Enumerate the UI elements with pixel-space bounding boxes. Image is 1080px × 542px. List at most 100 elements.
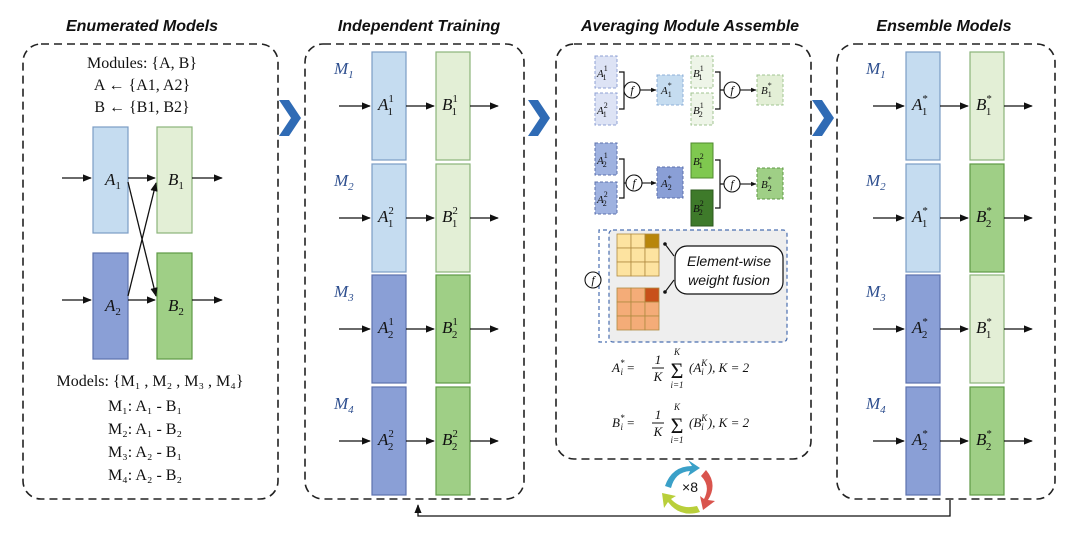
svg-text:(BKi), K = 2: (BKi), K = 2	[689, 413, 750, 432]
modules-line: Modules: {A, B}	[87, 55, 197, 72]
a-modules-line: A ← {A1, A2}	[94, 77, 190, 94]
weight-grid-bottom	[616, 287, 660, 331]
svg-text:K: K	[653, 424, 664, 439]
panel-frame-enumerated	[22, 43, 279, 500]
weight-cell	[644, 261, 660, 277]
mini-b2-2	[690, 189, 714, 227]
block-b-row-1	[435, 51, 471, 161]
mini-b1-1	[690, 55, 714, 89]
svg-text:Σ: Σ	[671, 413, 684, 438]
svg-text:Σ: Σ	[671, 358, 684, 383]
panel-title-enumerated: Enumerated Models	[66, 18, 218, 35]
mini-b1-star	[756, 74, 784, 106]
fusion-text-1: Element-wise	[687, 253, 771, 269]
weight-cell	[630, 301, 646, 317]
weight-cell	[616, 315, 632, 331]
weight-grid-top	[616, 233, 660, 277]
block-b2	[156, 252, 193, 360]
weight-cell	[630, 315, 646, 331]
svg-text:i=1: i=1	[670, 435, 683, 445]
repeat-count: ×8	[682, 479, 698, 495]
model-label-4: M4	[865, 394, 886, 416]
callout-dot	[663, 242, 667, 246]
panel-frame-ensemble	[836, 43, 1056, 500]
mini-a1-1	[594, 55, 618, 89]
weight-cell	[644, 247, 660, 263]
block-a-label-row-3: A*2	[911, 316, 928, 341]
mini-a2-2	[594, 181, 618, 215]
mini-a1-star	[656, 74, 684, 106]
callout-line	[664, 279, 675, 293]
model-label-1: M1	[865, 59, 886, 81]
block-b-row-2	[435, 163, 471, 273]
weight-cell	[616, 261, 632, 277]
mini-a2-star	[656, 166, 684, 199]
block-b-row-4	[435, 386, 471, 496]
weight-cell	[630, 233, 646, 249]
mini-a1-2	[594, 92, 618, 126]
svg-text:B*i =: B*i =	[612, 413, 635, 432]
model-label-2: M2	[865, 171, 886, 193]
fusion-detail-bracket	[598, 229, 607, 343]
block-b-label-row-3: B*1	[976, 316, 992, 341]
model-def-4: M₄: A₂ - B₂	[108, 467, 182, 484]
f-symbol: f	[591, 273, 596, 287]
weight-cell	[630, 287, 646, 303]
block-a-label-row-2: A*1	[911, 205, 928, 230]
b-modules-line: B ← {B1, B2}	[94, 99, 189, 116]
block-a1-label: A1	[104, 170, 121, 192]
chevron-icon	[812, 100, 834, 136]
bracket	[715, 159, 724, 209]
block-a-label-row-1: A*1	[911, 93, 928, 118]
block-a-row-4	[905, 386, 941, 496]
weight-cell	[644, 287, 660, 303]
svg-text:i=1: i=1	[670, 380, 683, 390]
svg-text:1: 1	[655, 407, 662, 422]
weight-cell	[616, 301, 632, 317]
panel-title-ensemble: Ensemble Models	[876, 18, 1011, 35]
block-b-row-3	[969, 274, 1005, 384]
block-b-row-4	[969, 386, 1005, 496]
svg-text:1: 1	[655, 352, 662, 367]
svg-text:A*i =: A*i =	[611, 358, 635, 377]
block-a-row-2	[905, 163, 941, 273]
bracket	[619, 158, 626, 199]
block-a2-label: A2	[104, 296, 121, 318]
mini-b2-star-label: B*2	[761, 175, 772, 193]
mini-a1-star-label: A*1	[660, 81, 672, 99]
block-b-label-row-4: B*2	[976, 428, 992, 453]
svg-text:K: K	[673, 402, 681, 412]
block-b-row-2	[969, 163, 1005, 273]
fusion-text-2: weight fusion	[688, 272, 770, 288]
panel-frame-averaging	[555, 43, 812, 460]
block-b2-label: B2	[168, 296, 184, 318]
f-symbol: f	[630, 83, 635, 97]
svg-text:K: K	[673, 347, 681, 357]
weight-cell	[644, 233, 660, 249]
mini-b1-2	[690, 92, 714, 126]
callout-dot	[663, 290, 667, 294]
svg-text:K: K	[653, 369, 664, 384]
block-a-row-3	[371, 274, 407, 384]
fusion-f-icon	[584, 271, 602, 289]
callout-line	[664, 243, 675, 257]
mini-a2-1	[594, 142, 618, 176]
model-def-3: M₃: A₂ - B₁	[108, 444, 182, 461]
block-b-row-3	[435, 274, 471, 384]
